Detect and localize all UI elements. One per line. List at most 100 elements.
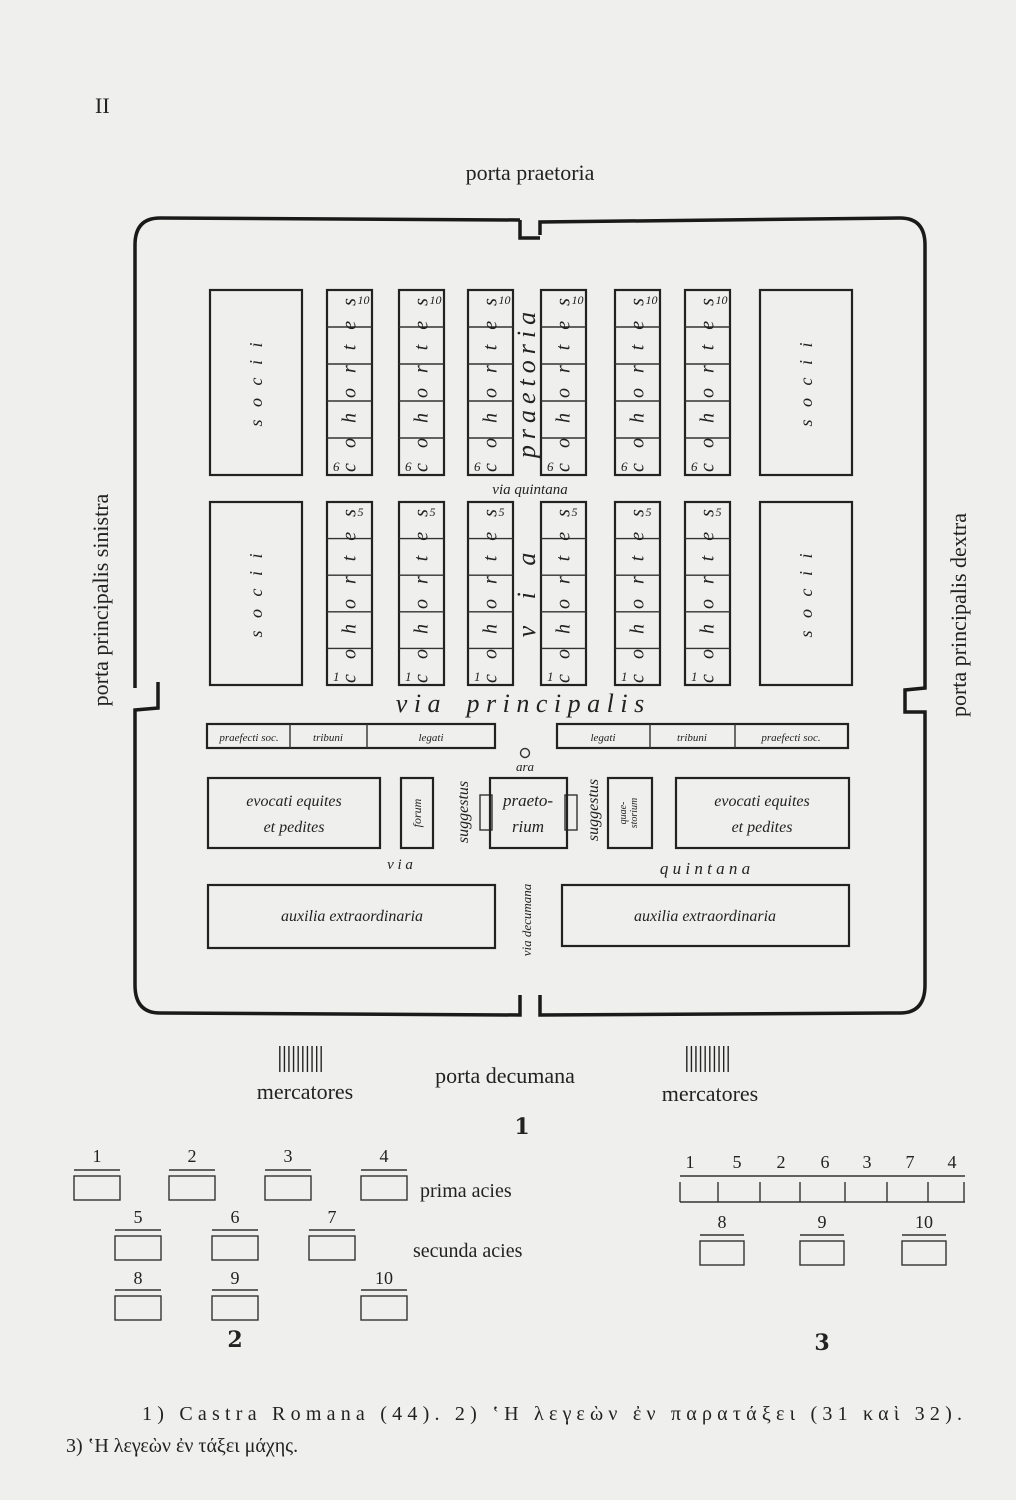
cohort-number: 7 bbox=[906, 1152, 915, 1172]
praetorium-annex-left bbox=[479, 794, 493, 831]
maniple-box bbox=[901, 1240, 947, 1266]
officer-tribuni: tribuni bbox=[313, 732, 343, 744]
cohort-number-top: 10 bbox=[499, 293, 511, 307]
cohortes-label: c o h o r t e s bbox=[627, 504, 649, 683]
maniple-number: 7 bbox=[328, 1207, 337, 1227]
maniple-box bbox=[211, 1235, 259, 1261]
socii-block-lower-left bbox=[208, 500, 304, 687]
mercatores-tally-left: |||||||||| bbox=[277, 1042, 323, 1073]
caption-line-1: 1) Castra Romana (44). 2) ʽΗ λεγεὼν ἐν π… bbox=[142, 1403, 962, 1425]
cohort-number-bottom: 1 bbox=[405, 669, 412, 684]
quaestorium-line1: quae- bbox=[618, 802, 629, 825]
cohort-number-bottom: 6 bbox=[691, 459, 698, 474]
gate-label-porta-principalis-dextra: porta principalis dextra bbox=[946, 513, 971, 717]
cohort-column-upper bbox=[466, 288, 515, 477]
cohort-number-top: 10 bbox=[430, 293, 442, 307]
suggestus-left: suggestus bbox=[455, 781, 472, 843]
cohortes-label: c o h o r t e s bbox=[627, 293, 649, 472]
maniple-number: 2 bbox=[188, 1146, 197, 1166]
evocati-left-line2: et pedites bbox=[264, 819, 325, 836]
maniple-box bbox=[73, 1175, 121, 1201]
cohort-column-lower bbox=[397, 500, 446, 687]
cohortes-label: c o h o r t e s bbox=[411, 504, 433, 683]
cohort-column-upper bbox=[397, 288, 446, 477]
cohort-number: 2 bbox=[777, 1152, 786, 1172]
socii-block-upper-left bbox=[208, 288, 304, 477]
cohort-column-lower bbox=[613, 500, 662, 687]
cohortes-label: c o h o r t e s bbox=[411, 293, 433, 472]
cohort-number-bottom: 1 bbox=[474, 669, 481, 684]
cohort-number-bottom: 6 bbox=[474, 459, 481, 474]
cohort-column-lower bbox=[683, 500, 732, 687]
maniple-number: 3 bbox=[284, 1146, 293, 1166]
cohort-column-lower bbox=[539, 500, 588, 687]
maniple-box bbox=[211, 1295, 259, 1321]
officers-left-row: praefecti soc. tribuni legati bbox=[205, 722, 497, 750]
cohort-number-bottom: 1 bbox=[547, 669, 554, 684]
cohort-number-bottom: 1 bbox=[333, 669, 340, 684]
socii-block-lower-right bbox=[758, 500, 854, 687]
cohort-number-top: 5 bbox=[646, 505, 652, 519]
maniple-number: 1 bbox=[93, 1146, 102, 1166]
gate-label-porta-principalis-sinistra: porta principalis sinistra bbox=[88, 493, 113, 706]
praetorium-box bbox=[488, 776, 569, 850]
evocati-left-box bbox=[206, 776, 382, 850]
cohort-number-bottom: 1 bbox=[621, 669, 628, 684]
mercatores-right: mercatores bbox=[662, 1081, 759, 1106]
officers-right-row: legati tribuni praefecti soc. bbox=[555, 722, 850, 750]
maniple-box bbox=[264, 1175, 312, 1201]
cohortes-label: c o h o r t e s bbox=[339, 504, 361, 683]
socii-label: s o c i i bbox=[796, 339, 816, 427]
page-number: II bbox=[95, 93, 110, 118]
evocati-left-line1: evocati equites bbox=[246, 793, 342, 810]
cohort-column-upper bbox=[683, 288, 732, 477]
gate-label-porta-praetoria: porta praetoria bbox=[466, 160, 595, 185]
officer-legati: legati bbox=[418, 732, 443, 744]
praetorium-line1: praeto- bbox=[502, 791, 553, 810]
cohort-number-top: 5 bbox=[499, 505, 505, 519]
cohortes-label: c o h o r t e s bbox=[697, 293, 719, 472]
socii-label: s o c i i bbox=[246, 550, 266, 638]
road-via-vertical: v i a bbox=[512, 543, 541, 638]
officer-tribuni: tribuni bbox=[677, 732, 707, 744]
auxilia-right-box bbox=[560, 883, 851, 948]
cohort-number-bottom: 6 bbox=[333, 459, 340, 474]
evocati-right-line2: et pedites bbox=[732, 819, 793, 836]
maniple-box bbox=[799, 1240, 845, 1266]
road-via-decumana: via decumana bbox=[519, 883, 534, 956]
maniple-box bbox=[699, 1240, 745, 1266]
ara-label: ara bbox=[516, 759, 535, 774]
cohort-column-lower bbox=[466, 500, 515, 687]
cohort-number-top: 10 bbox=[358, 293, 370, 307]
cohortes-label: c o h o r t e s bbox=[480, 293, 502, 472]
figure-label-1: 1 bbox=[514, 1114, 529, 1140]
socii-block-upper-right bbox=[758, 288, 854, 477]
quaestorium-line2: storium bbox=[629, 798, 640, 829]
figure-label-2: 2 bbox=[227, 1327, 242, 1353]
maniple-number: 10 bbox=[915, 1212, 933, 1232]
cohort-number-top: 5 bbox=[358, 505, 364, 519]
ara-altar-icon bbox=[519, 747, 531, 759]
cohort-number-bottom: 6 bbox=[405, 459, 412, 474]
maniple-box bbox=[360, 1175, 408, 1201]
maniple-number: 9 bbox=[231, 1268, 240, 1288]
cohort-column-upper bbox=[613, 288, 662, 477]
cohort-number: 3 bbox=[863, 1152, 872, 1172]
suggestus-right: suggestus bbox=[585, 779, 602, 841]
maniple-box bbox=[308, 1235, 356, 1261]
cohort-column-upper bbox=[539, 288, 588, 477]
forum-box bbox=[399, 776, 435, 850]
officer-praefecti-soc: praefecti soc. bbox=[760, 732, 820, 744]
cohort-column-upper bbox=[325, 288, 374, 477]
officer-praefecti-soc: praefecti soc. bbox=[218, 732, 278, 744]
cohort-column-lower bbox=[325, 500, 374, 687]
maniple-number: 8 bbox=[134, 1268, 143, 1288]
auxilia-left-label: auxilia extraordinaria bbox=[281, 908, 423, 925]
cohort-number-top: 5 bbox=[430, 505, 436, 519]
quaestorium-box bbox=[606, 776, 654, 850]
maniple-number: 5 bbox=[134, 1207, 143, 1227]
